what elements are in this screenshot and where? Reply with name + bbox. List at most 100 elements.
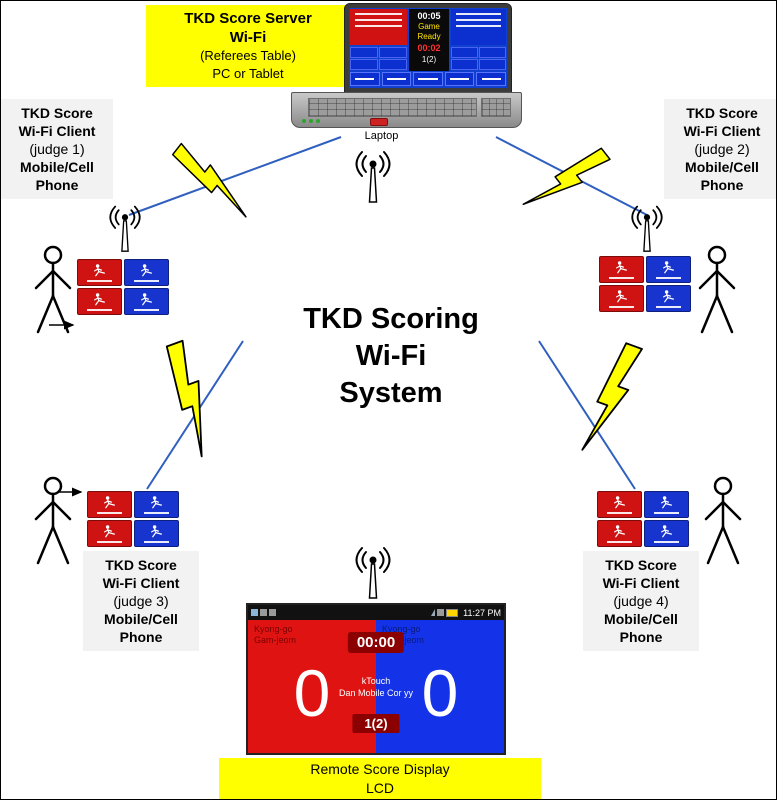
- laptop-indicator-lights: [302, 119, 320, 123]
- title-line2: Wi-Fi: [355, 340, 427, 372]
- judge4-label-line4: Mobile/Cell: [604, 611, 678, 627]
- judge2-label-line3: (judge 2): [694, 141, 750, 157]
- judge3-label-line4: Mobile/Cell: [104, 611, 178, 627]
- button-label-bar: [143, 512, 170, 514]
- app-button: [350, 47, 378, 58]
- judge3-label-line3: (judge 3): [113, 593, 169, 609]
- laptop: 00:05 Game Ready 00:02 1(2): [291, 3, 522, 142]
- kick-icon: [612, 495, 627, 510]
- button-label-bar: [143, 541, 170, 543]
- blue-score-button: [644, 520, 689, 547]
- judge4-figure-icon: [697, 475, 749, 567]
- app-button: [379, 59, 407, 70]
- button-label-bar: [355, 78, 375, 80]
- button-label-bar: [133, 309, 160, 311]
- text-bar: [355, 13, 402, 15]
- display-wifi-antenna-icon: [353, 543, 393, 601]
- app-button: [451, 47, 478, 58]
- kick-icon: [612, 524, 627, 539]
- judge1-label-line1: TKD Score: [21, 105, 93, 121]
- laptop-caption: Laptop: [364, 130, 399, 142]
- wifi-status-icon: [437, 609, 445, 616]
- pointer-arrows: [49, 320, 83, 497]
- display-label: Remote Score Display LCD: [219, 758, 541, 799]
- app-button: [479, 59, 506, 70]
- server-label-line2: Wi-Fi: [229, 29, 267, 46]
- red-score-button: [77, 288, 122, 315]
- judge3-client-panel: [87, 491, 179, 547]
- red-score-button: [599, 256, 644, 283]
- laptop-keyboard: [308, 98, 477, 117]
- kick-icon: [614, 260, 629, 275]
- right-button-grid: [451, 47, 506, 70]
- red-penalty1: Kyong-go: [254, 624, 293, 634]
- judge2-client-panel: [599, 256, 691, 312]
- button-label-bar: [606, 512, 633, 514]
- button-label-bar: [418, 78, 438, 80]
- judge4-label-line1: TKD Score: [605, 557, 677, 573]
- button-label-bar: [653, 512, 680, 514]
- app-button: [476, 72, 506, 86]
- judge4-label-line5: Phone: [619, 629, 663, 645]
- button-label-bar: [96, 512, 123, 514]
- bottom-button-row: [350, 72, 506, 86]
- judge4-label-line3: (judge 4): [613, 593, 669, 609]
- button-label-bar: [481, 78, 501, 80]
- left-button-grid: [350, 47, 407, 70]
- kick-icon: [92, 292, 107, 307]
- kick-icon: [149, 495, 164, 510]
- judge3-label-line5: Phone: [119, 629, 163, 645]
- button-label-bar: [655, 277, 682, 279]
- blue-score-button: [134, 520, 179, 547]
- laptop-numpad: [481, 98, 511, 117]
- usb-icon: [260, 609, 267, 616]
- blue-score-button: [644, 491, 689, 518]
- timer-panel: 00:05 Game Ready 00:02 1(2): [409, 9, 449, 71]
- judge1-label-line2: Wi-Fi Client: [18, 123, 96, 139]
- button-label-bar: [608, 277, 635, 279]
- blue-score-button: [134, 491, 179, 518]
- laptop-scoreboard-app: 00:05 Game Ready 00:02 1(2): [349, 8, 507, 88]
- signal-icon: [431, 609, 436, 616]
- red-score-button: [599, 285, 644, 312]
- red-score-button: [597, 491, 642, 518]
- button-label-bar: [386, 78, 407, 80]
- server-wifi-antenna-icon: [353, 147, 393, 205]
- blue-penalty1: Kyong-go: [382, 624, 421, 634]
- judge2-label-line4: Mobile/Cell: [685, 159, 759, 175]
- judge4-label-line2: Wi-Fi Client: [602, 575, 680, 591]
- laptop-screen: 00:05 Game Ready 00:02 1(2): [344, 3, 512, 93]
- judge1-label-line5: Phone: [35, 177, 79, 193]
- secondary-timer: 00:02: [417, 43, 441, 53]
- display-statusbar: 11:27 PM: [248, 605, 504, 620]
- judge1-label-line3: (judge 1): [29, 141, 85, 157]
- sd-card-icon: [269, 609, 276, 616]
- statusbar-left-icons: [251, 609, 276, 616]
- app-button: [451, 59, 478, 70]
- indicator-light: [316, 119, 320, 123]
- text-bar: [456, 19, 501, 21]
- title-line1: TKD Scoring: [303, 303, 479, 335]
- app-button: [350, 59, 378, 70]
- status-line2: Ready: [417, 32, 441, 41]
- app-button: [379, 47, 407, 58]
- kick-icon: [139, 292, 154, 307]
- blue-competitor-panel: [451, 9, 506, 45]
- judge1-wifi-antenna-icon: [107, 203, 143, 253]
- judge3-label-line2: Wi-Fi Client: [102, 575, 180, 591]
- match-timer: 00:05: [417, 11, 441, 21]
- server-label: TKD Score Server Wi-Fi (Referees Table) …: [146, 5, 350, 87]
- text-bar: [355, 19, 402, 21]
- status-line1: Game: [418, 22, 440, 31]
- battery-icon: [446, 608, 459, 617]
- notification-icon: [251, 609, 258, 616]
- app-subtitle: Dan Mobile Cor yy: [338, 688, 414, 698]
- kick-icon: [149, 524, 164, 539]
- judge1-label: TKD Score Wi-Fi Client (judge 1) Mobile/…: [1, 99, 113, 199]
- text-bar: [456, 13, 501, 15]
- button-label-bar: [449, 78, 470, 80]
- app-name: kTouch: [361, 676, 391, 686]
- red-competitor-panel: [350, 9, 407, 45]
- button-label-bar: [133, 280, 160, 282]
